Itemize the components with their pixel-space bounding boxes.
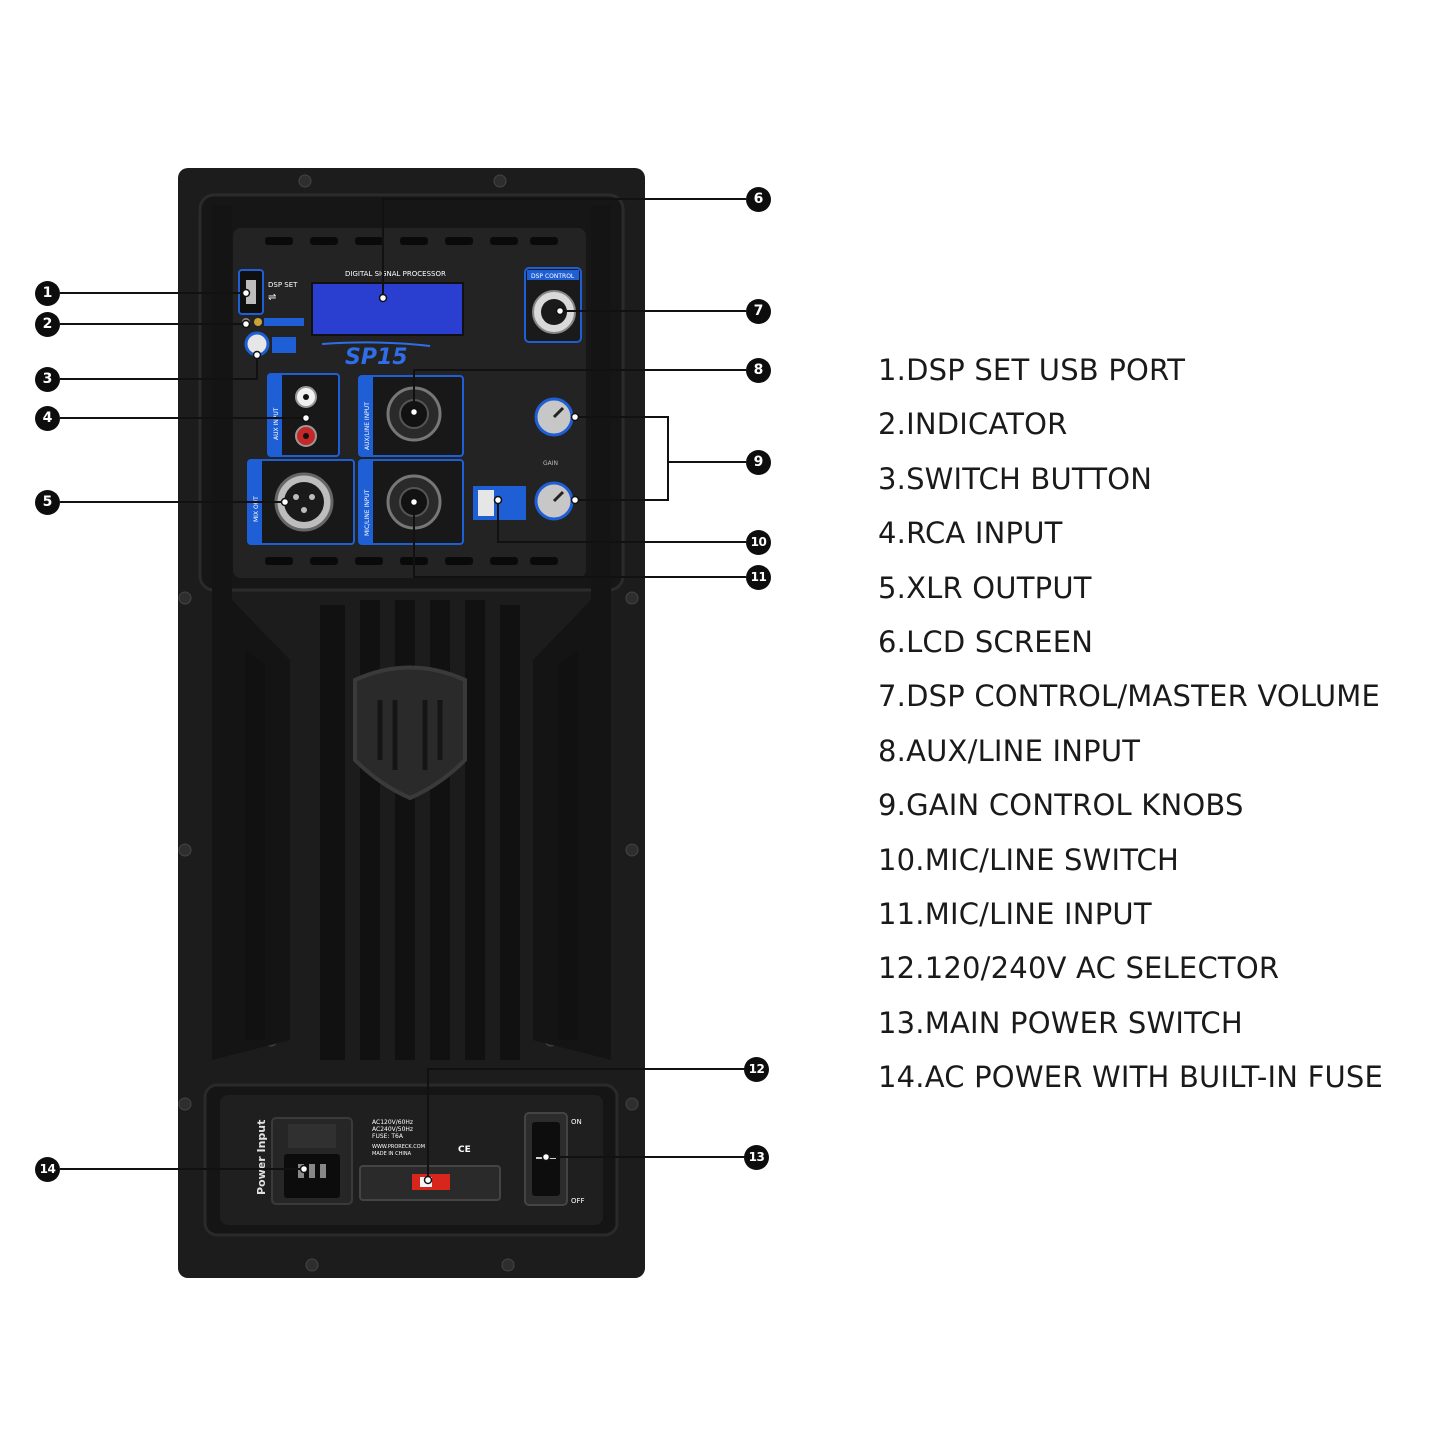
legend-item: 13.MAIN POWER SWITCH [878,1005,1243,1040]
mix-out-label: MIX OUT [253,496,260,522]
spec-line-1: AC120V/60Hz [372,1119,413,1126]
xlr-pin [301,507,307,513]
switch-button-label-plate [272,337,296,353]
callout-6: 6 [746,187,771,212]
made-in-label: MADE IN CHINA [372,1151,412,1157]
gain-knob-pointer [552,406,565,419]
mic-line-switch[interactable] [478,490,494,516]
legend-item: 6.LCD SCREEN [878,624,1094,659]
rca-jack-red-pin [303,433,309,439]
legend-item: 14.AC POWER WITH BUILT-IN FUSE [878,1060,1384,1095]
spec-line-3: FUSE: T6A [372,1133,404,1140]
legend-item: 4.RCA INPUT [878,516,1063,551]
callout-9: 9 [746,450,771,475]
legend-list: 1.DSP SET USB PORT 2.INDICATOR 3.SWITCH … [878,346,1438,1107]
shield-emblem-detail [377,700,443,770]
spec-line-2: AC240V/50Hz [372,1126,413,1133]
callout-11: 11 [746,565,771,590]
legend-item: 11.MIC/LINE INPUT [878,896,1152,931]
dsp-set-label: DSP SET [268,281,298,289]
gain-knob-pointer [552,490,565,503]
legend-item: 10.MIC/LINE SWITCH [878,842,1179,877]
legend-item: 9.GAIN CONTROL KNOBS [878,788,1244,823]
iec-pin [309,1164,315,1178]
callout-10: 10 [746,530,771,555]
legend-item: 3.SWITCH BUTTON [878,461,1153,496]
callout-2: 2 [35,312,60,337]
fuse-holder[interactable] [288,1124,336,1148]
callout-3: 3 [35,367,60,392]
rca-label-bar [268,374,282,456]
logo-swoosh [321,341,431,347]
legend-item: 7.DSP CONTROL/MASTER VOLUME [878,679,1381,714]
legend-item: 5.XLR OUTPUT [878,570,1092,605]
callout-5: 5 [35,490,60,515]
leader-dots [241,288,580,1185]
usb-connector-icon [246,280,256,304]
callout-12: 12 [744,1057,769,1082]
ce-mark: CE [458,1145,471,1155]
dsp-control-label-bar [527,270,579,280]
lcd-screen [311,282,464,336]
leader-lines [60,198,746,1180]
switch-off-label: OFF [571,1197,585,1205]
mic-line-label-bar [359,460,373,544]
callout-1: 1 [35,281,60,306]
vent-slots [265,237,558,565]
usb-symbol-icon: ⇌ [268,292,276,303]
legend-item: 2.INDICATOR [878,407,1068,442]
callout-13: 13 [744,1145,769,1170]
website-label: WWW.PRORECK.COM [372,1144,425,1150]
aux-line-label-bar [359,376,373,456]
aux-line-label: AUX/LINE INPUT [364,402,371,450]
legend-item: 12.120/240V AC SELECTOR [878,951,1280,986]
callout-7: 7 [746,299,771,324]
callout-14: 14 [35,1157,60,1182]
iec-pin [320,1164,326,1178]
power-input-label: Power Input [255,1120,268,1195]
brand-logo: SP15 [345,345,408,370]
gain-label: GAIN [543,460,558,467]
callout-4: 4 [35,406,60,431]
rca-label: AUX INPUT [273,407,280,440]
dsp-control-label: DSP CONTROL [531,273,575,280]
xlr-pin [309,494,315,500]
indicator-led-amber [254,318,262,326]
mic-line-label: MIC/LINE INPUT [364,489,371,536]
lcd-label: DIGITAL SIGNAL PROCESSOR [345,270,446,278]
legend-item: 1.DSP SET USB PORT [878,353,1186,387]
xlr-output-jack-inner [284,482,324,522]
indicator-strip [264,318,304,326]
switch-on-label: ON [571,1118,582,1126]
rca-jack-white-pin [303,394,309,400]
dsp-control-knob-center [541,299,567,325]
callout-8: 8 [746,358,771,383]
legend-item: 8.AUX/LINE INPUT [878,733,1141,768]
xlr-pin [293,494,299,500]
